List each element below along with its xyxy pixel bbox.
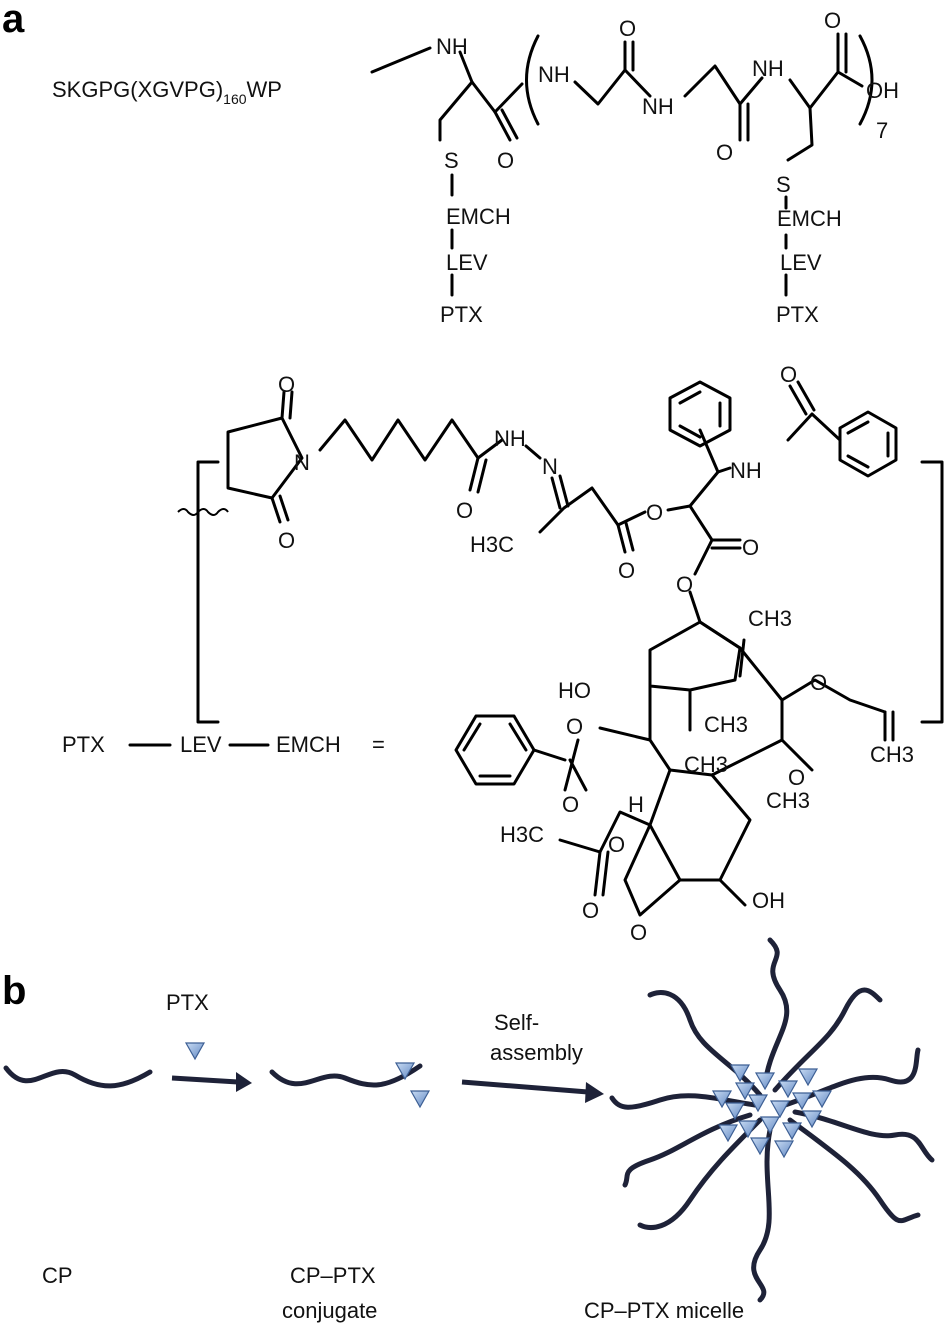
atom-o: O <box>608 832 625 857</box>
methyl-ch3: CH3 <box>870 742 914 767</box>
atom-nh: NH <box>494 426 526 451</box>
atom-o: O <box>618 558 635 583</box>
self-assembly-label-1: Self- <box>494 1010 539 1035</box>
atom-nh: NH <box>752 56 784 81</box>
ptx-triangle-icon <box>410 1090 430 1108</box>
atom-nh: NH <box>730 458 762 483</box>
atom-o: O <box>742 535 759 560</box>
atom-o: O <box>824 8 841 33</box>
atom-o: O <box>582 898 599 923</box>
micelle-caption: CP–PTX micelle <box>584 1298 744 1323</box>
linker-emch: EMCH <box>777 206 842 231</box>
atom-n: N <box>542 454 558 479</box>
definition-emch: EMCH <box>276 732 341 757</box>
definition-ptx: PTX <box>62 732 105 757</box>
atom-o: O <box>780 362 797 387</box>
ptx-triangle-icon <box>185 1042 205 1060</box>
right-bracket <box>920 460 944 724</box>
atom-h: H <box>628 792 644 817</box>
definition-lev: LEV <box>180 732 222 757</box>
linker-lev: LEV <box>446 250 488 275</box>
atom-n: N <box>294 450 310 475</box>
arrow-head <box>585 1082 604 1103</box>
methyl-ch3: CH3 <box>704 712 748 737</box>
atom-o: O <box>810 670 827 695</box>
hydroxyl-ho: HO <box>558 678 591 703</box>
left-bracket <box>196 460 220 724</box>
arrow-self-assembly <box>461 1079 589 1095</box>
linker-emch: EMCH <box>446 204 511 229</box>
methyl-ch3: CH3 <box>748 606 792 631</box>
atom-o: O <box>646 500 663 525</box>
linker-lev: LEV <box>780 250 822 275</box>
ptx-label: PTX <box>166 990 209 1015</box>
atom-o: O <box>619 16 636 41</box>
panel-a-letter: a <box>2 0 25 41</box>
methyl-ch3: CH3 <box>684 752 728 777</box>
atom-oh: OH <box>866 78 899 103</box>
arrow-head <box>236 1072 252 1092</box>
drug-ptx: PTX <box>776 302 819 327</box>
polymer-name: SKGPG(XGVPG)160WP <box>52 77 282 107</box>
drug-ptx: PTX <box>440 302 483 327</box>
hydroxyl-oh: OH <box>752 888 785 913</box>
conjugate-chain <box>269 1063 423 1088</box>
atom-s: S <box>776 172 791 197</box>
atom-o: O <box>278 372 295 397</box>
atom-o: O <box>630 920 647 945</box>
conjugate-caption-2: conjugate <box>282 1298 377 1323</box>
atom-o: O <box>278 528 295 553</box>
peptide-structure <box>370 32 874 297</box>
atom-o: O <box>497 148 514 173</box>
atom-nh: NH <box>642 94 674 119</box>
arrow-add-ptx <box>171 1075 239 1085</box>
atom-o: O <box>566 714 583 739</box>
atom-nh: NH <box>538 62 570 87</box>
methyl-ch3: CH3 <box>766 788 810 813</box>
panel-b-letter: b <box>2 969 26 1013</box>
atom-o: O <box>788 765 805 790</box>
cp-caption: CP <box>42 1263 73 1288</box>
methyl-h3c: H3C <box>500 822 544 847</box>
cp-chain <box>3 1065 153 1089</box>
atom-o: O <box>676 572 693 597</box>
methyl-h3c: H3C <box>470 532 514 557</box>
conjugate-caption-1: CP–PTX <box>290 1263 376 1288</box>
atom-o: O <box>456 498 473 523</box>
atom-nh: NH <box>436 34 468 59</box>
ptx-lev-emch-structure <box>177 380 898 917</box>
self-assembly-label-2: assembly <box>490 1040 583 1065</box>
atom-s: S <box>444 148 459 173</box>
atom-o: O <box>716 140 733 165</box>
atom-o: O <box>562 792 579 817</box>
micelle <box>609 937 935 1303</box>
definition-equals: = <box>372 732 385 757</box>
repeat-count: 7 <box>876 118 888 143</box>
